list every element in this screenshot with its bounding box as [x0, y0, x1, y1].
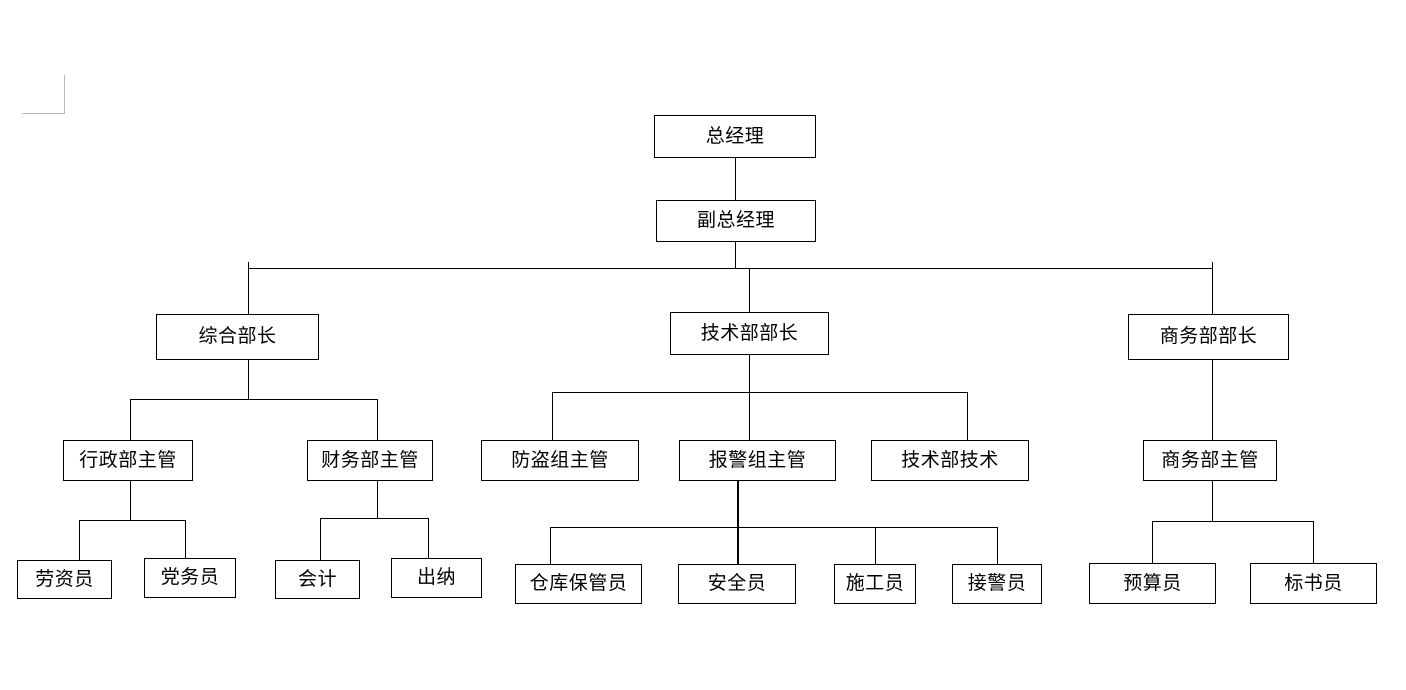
connector-bus-to-general-affairs	[248, 262, 249, 314]
node-alarm-supervisor[interactable]: 报警组主管	[679, 440, 836, 481]
connector-admin-stem	[130, 481, 131, 521]
node-label: 预算员	[1123, 572, 1182, 594]
node-label: 安全员	[707, 573, 767, 594]
connector-level3-bus	[248, 268, 1213, 269]
node-label: 报警组主管	[708, 449, 807, 471]
node-label: 出纳	[416, 567, 456, 588]
connector-admin-bus	[79, 520, 186, 521]
node-label: 技术部部长	[700, 322, 799, 344]
node-label: 标书员	[1284, 572, 1343, 594]
node-finance-supervisor[interactable]: 财务部主管	[307, 440, 433, 481]
node-label: 行政部主管	[79, 449, 177, 471]
node-label: 技术部技术	[901, 449, 999, 471]
connector-finance-stem	[377, 481, 378, 519]
node-label: 商务部部长	[1159, 326, 1258, 347]
node-label: 接警员	[967, 573, 1027, 594]
node-warehouse-keeper[interactable]: 仓库保管员	[515, 564, 642, 604]
node-technical-dept-head[interactable]: 技术部部长	[670, 312, 829, 355]
margin-guide-vertical	[64, 75, 65, 114]
connector-bus-to-party-clerk	[185, 520, 186, 560]
node-label: 商务部主管	[1161, 449, 1259, 471]
node-accountant[interactable]: 会计	[275, 560, 360, 599]
node-label: 仓库保管员	[529, 573, 628, 594]
connector-technical-stem	[749, 355, 750, 393]
connector-bus-to-technical-staff	[967, 392, 968, 440]
node-label: 劳资员	[35, 568, 94, 590]
node-label: 党务员	[160, 567, 220, 588]
node-label: 会计	[297, 568, 337, 590]
node-antitheft-supervisor[interactable]: 防盗组主管	[481, 440, 639, 481]
node-label: 综合部长	[198, 326, 277, 347]
node-label: 总经理	[705, 125, 765, 147]
node-construction-worker[interactable]: 施工员	[834, 564, 916, 604]
connector-bus-to-technical	[749, 268, 750, 312]
connector-technical-bus	[552, 392, 968, 393]
connector-dgm-stem	[735, 241, 736, 268]
connector-business-to-supervisor	[1212, 360, 1213, 440]
node-label: 防盗组主管	[511, 449, 609, 471]
connector-bus-to-accountant	[320, 518, 321, 560]
node-admin-supervisor[interactable]: 行政部主管	[63, 440, 193, 481]
node-budget-officer[interactable]: 预算员	[1089, 563, 1216, 604]
node-alarm-receiver[interactable]: 接警员	[952, 564, 1042, 604]
connector-finance-bus	[320, 518, 429, 519]
node-technical-staff[interactable]: 技术部技术	[871, 440, 1029, 481]
node-general-affairs-head[interactable]: 综合部长	[156, 314, 319, 360]
connector-business-supervisor-stem	[1212, 481, 1213, 521]
node-label: 财务部主管	[321, 449, 419, 471]
node-labor-clerk[interactable]: 劳资员	[17, 560, 112, 599]
node-cashier[interactable]: 出纳	[391, 558, 482, 598]
connector-alarm-bus	[550, 527, 998, 528]
node-business-dept-head[interactable]: 商务部部长	[1128, 314, 1289, 360]
node-general-manager[interactable]: 总经理	[654, 115, 816, 158]
connector-general-affairs-stem	[248, 360, 249, 399]
node-deputy-general-manager[interactable]: 副总经理	[656, 200, 816, 242]
connector-bus-to-admin	[130, 399, 131, 440]
connector-bus-to-alarm	[749, 392, 750, 440]
connector-business-bus	[1152, 521, 1314, 522]
connector-bus-to-labor-clerk	[79, 520, 80, 560]
connector-bus-to-business	[1212, 262, 1213, 314]
connector-bus-to-cashier	[428, 518, 429, 560]
connector-bus-to-budget-officer	[1152, 521, 1153, 563]
connector-bus-to-alarm-receiver	[997, 527, 998, 564]
node-party-affairs-clerk[interactable]: 党务员	[144, 558, 236, 598]
connector-gm-to-dgm	[735, 157, 736, 202]
connector-bus-to-antitheft	[552, 392, 553, 440]
node-business-supervisor[interactable]: 商务部主管	[1143, 440, 1277, 481]
connector-alarm-stem	[737, 481, 739, 564]
margin-guide-horizontal	[22, 113, 65, 114]
node-label: 施工员	[845, 573, 905, 594]
connector-bus-to-warehouse-keeper	[550, 527, 551, 564]
connector-general-affairs-bus	[130, 399, 378, 400]
connector-bus-to-finance	[377, 399, 378, 440]
node-safety-officer[interactable]: 安全员	[678, 564, 796, 604]
node-label: 副总经理	[696, 210, 775, 231]
connector-bus-to-construction-worker	[875, 527, 876, 564]
connector-bus-to-bid-clerk	[1313, 521, 1314, 563]
node-bid-document-clerk[interactable]: 标书员	[1250, 563, 1377, 604]
